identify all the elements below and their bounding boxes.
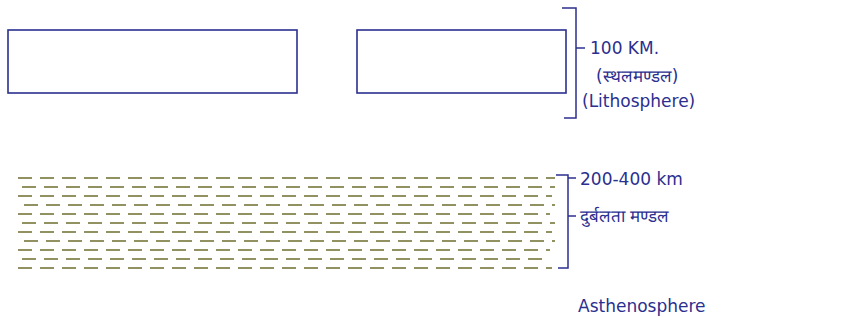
layer-name-hindi: (स्थलमण्डल) — [596, 66, 678, 86]
bracket — [562, 8, 576, 118]
lithosphere-plate — [8, 30, 297, 93]
asthenosphere-hatching — [18, 178, 555, 268]
tick — [576, 47, 585, 49]
layer-name-hindi: दुर्बलता मण्डल — [580, 206, 669, 226]
depth-label: 100 KM. — [590, 38, 659, 58]
bracket — [556, 175, 568, 268]
lithosphere-plate — [357, 30, 566, 93]
tick — [568, 215, 576, 217]
layer-name: (Lithosphere) — [582, 91, 695, 111]
tick — [568, 177, 576, 179]
layer-name: Asthenosphere — [578, 296, 706, 316]
depth-label: 200-400 km — [580, 169, 683, 189]
